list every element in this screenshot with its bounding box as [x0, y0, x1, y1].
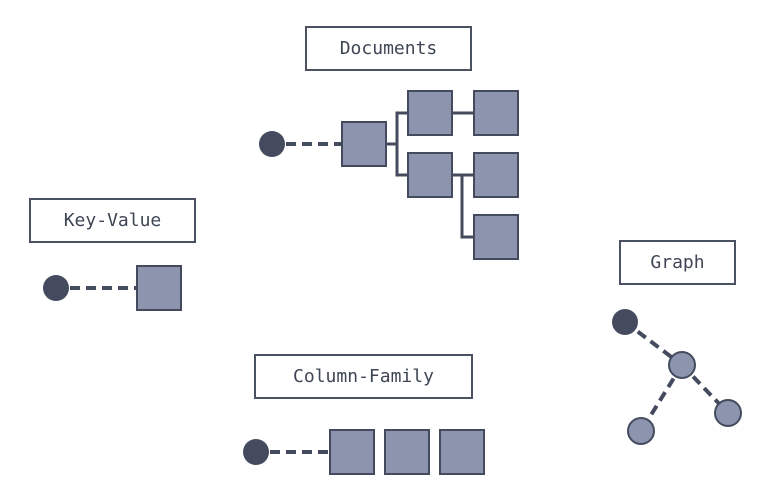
graph-hub-node [668, 351, 696, 379]
column-family-column-box-2 [384, 429, 430, 475]
column-family-column-box-3 [439, 429, 485, 475]
graph-root-node [612, 309, 638, 335]
documents-root-node [259, 131, 285, 157]
graph-leaf-node-2 [714, 399, 742, 427]
key-value-label: Key-Value [29, 198, 196, 243]
graph-leaf-node-1 [627, 417, 655, 445]
documents-tree-connectors [386, 111, 474, 239]
graph-edge-1 [623, 320, 684, 367]
documents-diagram [259, 90, 519, 260]
column-family-label: Column-Family [254, 354, 473, 399]
column-family-column-box-1 [329, 429, 375, 475]
documents-grandchild-box-3 [473, 214, 519, 260]
documents-child-box-2 [407, 152, 453, 198]
documents-root-box [341, 121, 387, 167]
column-family-diagram [243, 429, 485, 475]
graph-label: Graph [619, 240, 736, 285]
key-value-value-box [136, 265, 182, 311]
graph-diagram [612, 309, 742, 445]
key-value-key-node [43, 275, 69, 301]
documents-grandchild-box-2 [473, 152, 519, 198]
documents-child-box-1 [407, 90, 453, 136]
documents-grandchild-box-1 [473, 90, 519, 136]
documents-label: Documents [305, 26, 472, 71]
key-value-diagram [43, 265, 182, 311]
column-family-row-node [243, 439, 269, 465]
